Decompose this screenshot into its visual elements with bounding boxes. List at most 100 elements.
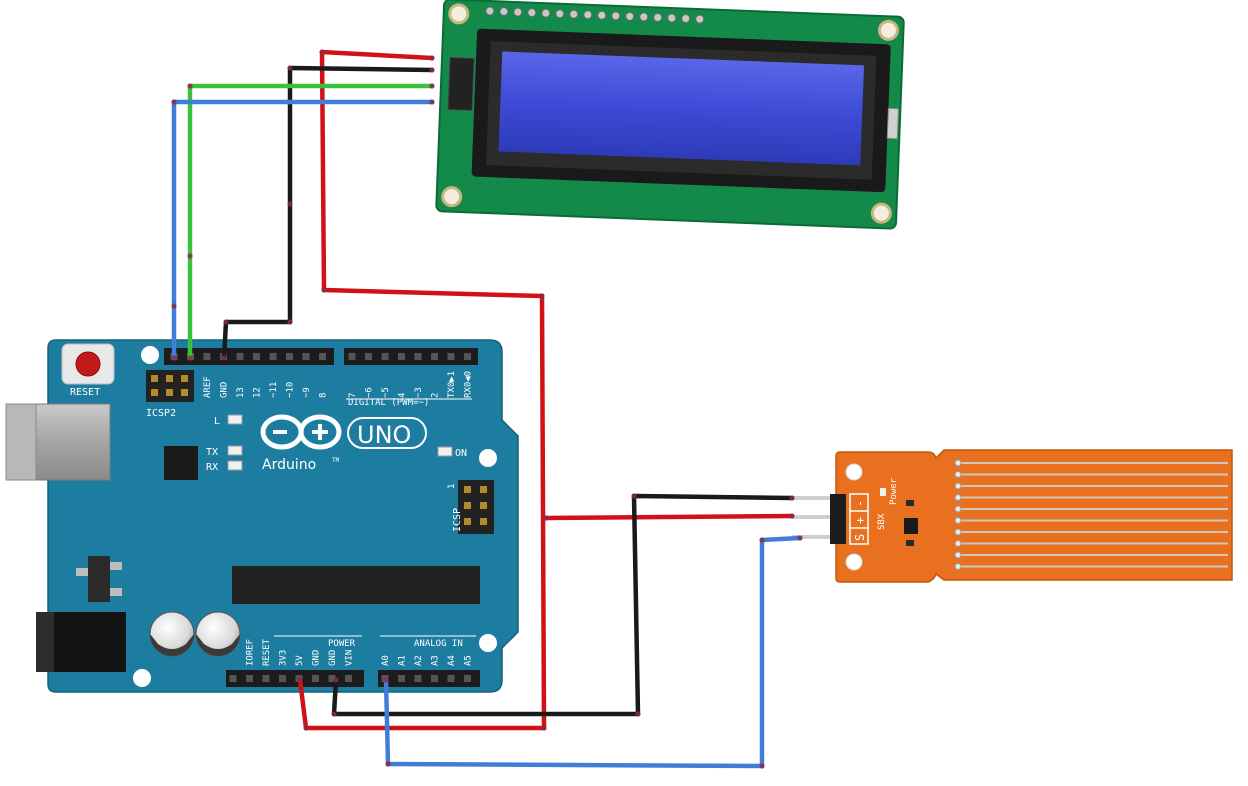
lcd-header-pin <box>597 10 607 20</box>
power-pin-label: IOREF <box>246 639 256 666</box>
lcd-header-pin <box>667 13 677 23</box>
wire-lcd-sda-green <box>187 83 435 361</box>
wire-bend-point <box>429 55 435 61</box>
analog-header <box>378 670 480 687</box>
digital-pin <box>365 353 372 360</box>
usb-chip <box>164 446 198 480</box>
board-mount-hole <box>479 449 497 467</box>
brand-label: Arduino <box>262 457 316 473</box>
digital-header-right <box>344 348 478 365</box>
lcd-header-pin <box>527 8 537 18</box>
digital-pin-label: ~6 <box>365 387 375 398</box>
sensor-mount-hole <box>845 553 863 571</box>
power-header <box>226 670 364 687</box>
digital-pin <box>447 353 455 360</box>
regulator-leg <box>76 568 88 576</box>
digital-pin-label: ~5 <box>381 387 391 398</box>
icsp-header <box>458 480 494 534</box>
digital-pin <box>286 353 293 360</box>
icsp2-pin <box>181 375 188 382</box>
sensor-pin-label-plus: + <box>853 517 867 524</box>
digital-pin-label: ~3 <box>414 387 424 398</box>
analog-pin-label: A5 <box>464 655 474 666</box>
led-rx <box>227 460 243 471</box>
water-level-sensor: S + - Power SBX <box>792 449 1233 583</box>
lcd-mount-hole <box>877 19 899 41</box>
lcd-screen <box>498 51 865 166</box>
digital-pin-label: RX0◀0 <box>464 371 474 398</box>
lcd-header-pin <box>569 9 579 19</box>
sensor-trace-pad <box>954 551 962 559</box>
led-on-label: ON <box>455 448 467 459</box>
sensor-power-label: Power <box>889 477 899 505</box>
digital-pin <box>431 353 438 360</box>
lcd-header-pin <box>499 7 509 17</box>
led-l <box>227 414 243 425</box>
wire-bend-point <box>187 355 193 361</box>
sensor-trace-pad <box>954 528 962 536</box>
sensor-trace-pad <box>954 494 962 501</box>
sensor-trace-pad <box>954 563 962 570</box>
sensor-pin <box>792 515 830 519</box>
bottom-pin <box>414 675 422 682</box>
icsp-pin <box>464 518 471 525</box>
regulator-leg <box>110 562 122 570</box>
analog-header-label: ANALOG IN <box>414 639 463 649</box>
bottom-pin <box>345 675 352 682</box>
digital-pin <box>464 353 471 360</box>
led-l-label: L <box>214 416 220 427</box>
wire-bend-point <box>759 763 765 769</box>
sensor-pin-label-box <box>849 493 869 545</box>
digital-pin-label: 4 <box>398 393 408 398</box>
lcd-header-pin <box>653 12 663 22</box>
wire-bend-point <box>789 495 795 501</box>
digital-pin <box>348 353 356 360</box>
digital-pin <box>203 353 211 360</box>
bottom-pin <box>229 675 237 682</box>
wire-bend-point <box>539 293 545 299</box>
wire-bend-point <box>385 761 391 767</box>
wire-bend-point <box>187 253 193 259</box>
icsp2-label: ICSP2 <box>146 408 176 419</box>
digital-header-label: DIGITAL (PWM=~) <box>348 398 429 408</box>
board-mount-hole <box>479 634 497 652</box>
power-pin-label: GND <box>312 650 322 666</box>
bottom-pin <box>447 675 455 682</box>
sensor-led <box>880 488 886 496</box>
icsp-pin <box>480 486 487 493</box>
sensor-trace-pad <box>954 517 962 524</box>
wire-bend-point <box>171 355 177 361</box>
analog-pin-label: A1 <box>398 655 408 666</box>
lcd-mount-hole <box>870 202 892 224</box>
wire-bend-point <box>287 319 293 325</box>
bottom-pin <box>431 675 438 682</box>
wire-bend-point <box>297 677 303 683</box>
wire-bend-point <box>333 677 339 683</box>
wire-bend-point <box>429 67 435 73</box>
wire-bend-point <box>303 725 309 731</box>
lcd-i2c-connector <box>447 56 475 111</box>
sensor-connector <box>830 494 846 544</box>
wire-lcd-gnd-black <box>221 65 435 361</box>
usb-port-plate <box>5 403 37 481</box>
sensor-transistor <box>904 518 918 534</box>
wire-bend-point <box>221 355 227 361</box>
icsp2-header <box>146 370 194 402</box>
power-pin-label: VIN <box>345 650 355 666</box>
lcd-mount-hole <box>441 186 463 208</box>
wire-bend-point <box>383 677 389 683</box>
sensor-pin <box>792 535 830 539</box>
wire-bend-point <box>635 711 641 717</box>
wire-bend-point <box>797 535 803 541</box>
lcd-header-pin <box>611 11 621 21</box>
uno-badge: UNO <box>347 417 427 449</box>
arduino-logo <box>260 414 342 450</box>
led-tx-label: TX <box>206 447 218 458</box>
sensor-trace-pad <box>954 482 962 490</box>
icsp2-pin <box>166 389 173 396</box>
sensor-trace-pad <box>954 471 962 478</box>
wire-bend-point <box>543 515 549 521</box>
lcd-contrast-pot <box>886 107 899 140</box>
bottom-pin <box>279 675 286 682</box>
